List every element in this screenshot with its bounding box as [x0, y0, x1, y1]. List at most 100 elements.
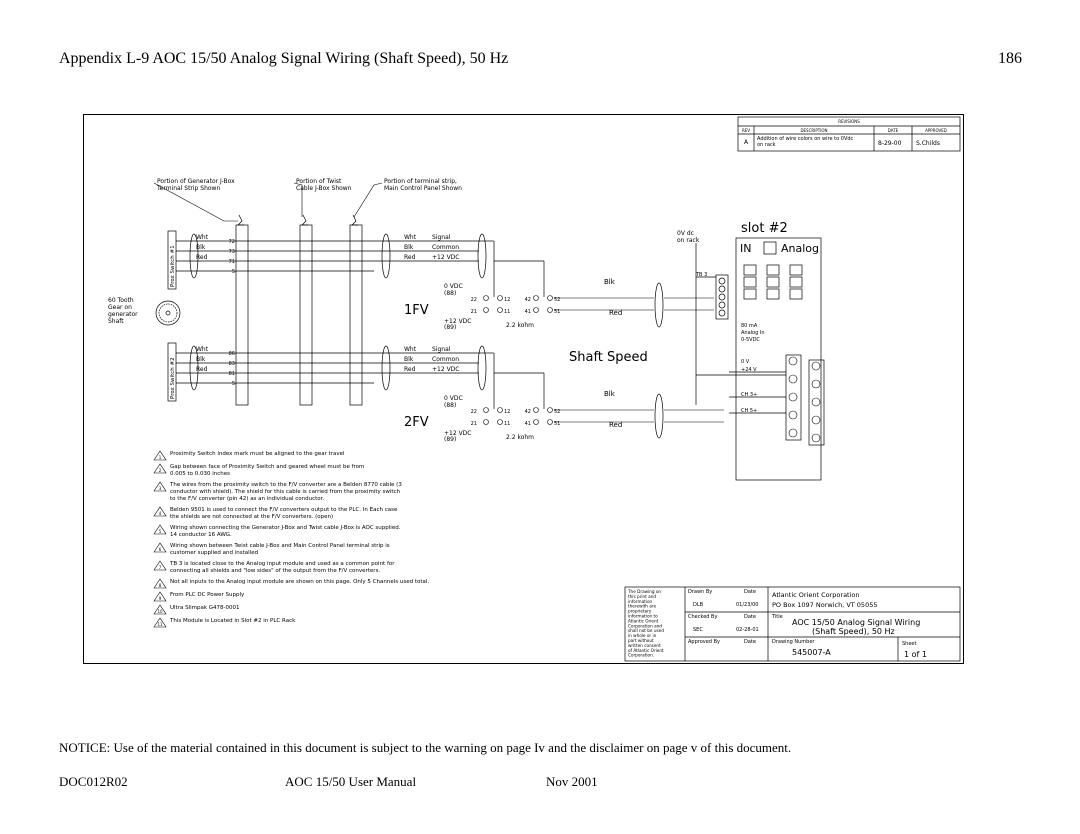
desc-col: DESCRIPTION — [800, 128, 827, 133]
fv1-88: (88) — [444, 290, 456, 297]
blk-2: Blk — [196, 356, 206, 363]
revisions-table — [737, 116, 961, 152]
wht-3: Wht — [404, 234, 417, 241]
sheet-value: 1 of 1 — [904, 650, 927, 659]
prox-switch-1-label: Prox Switch #1 — [170, 245, 176, 287]
company-address: PO Box 1097 Norwich, VT 05055 — [772, 601, 877, 609]
callout-gen-1: Portion of Generator J-Box — [157, 178, 235, 185]
blk-4: Blk — [404, 356, 414, 363]
pin-12-b: 12 — [504, 409, 510, 415]
v0-label: 0 V — [741, 359, 750, 365]
note-8-line: Not all inputs to the Analog input modul… — [170, 579, 429, 585]
prox-switch-boxes — [167, 230, 177, 402]
pin-11-b: 11 — [504, 421, 510, 427]
legal-line: this print and — [628, 594, 656, 599]
note-4-marker — [153, 506, 167, 517]
tb1-73: 73 — [229, 249, 235, 255]
pin-22-a: 22 — [471, 297, 477, 303]
tb1-s: S — [232, 269, 235, 275]
note-5-marker — [153, 524, 167, 535]
drawing-number-label: Drawing Number — [772, 639, 815, 645]
note-10-number: 10 — [157, 609, 163, 614]
rev-value: A — [744, 139, 749, 146]
red-4: Red — [404, 366, 416, 373]
pin-52-b: 52 — [554, 409, 560, 415]
fv2-12vdc: +12 VDC — [444, 430, 471, 437]
fv2-0vdc: 0 VDC — [444, 395, 463, 402]
note-5-line: Wiring shown connecting the Generator J-… — [170, 525, 401, 531]
tb1-71: 71 — [229, 259, 235, 265]
pin-41-b: 41 — [525, 421, 531, 427]
pin-11-a: 11 — [504, 309, 510, 315]
gear-label-1: 60 Tooth — [108, 297, 134, 304]
tb2-86: 86 — [229, 351, 235, 357]
kohm-1: 2.2 kohm — [506, 322, 534, 329]
approved-col: APPROVED — [925, 128, 947, 133]
footer-manual: AOC 15/50 User Manual — [285, 774, 417, 789]
fv2-88: (88) — [444, 402, 456, 409]
note-11-marker — [153, 617, 167, 628]
legal-line: information — [628, 599, 653, 604]
signal-2: Signal — [432, 346, 451, 353]
revisions-heading: REVISIONS — [838, 119, 860, 124]
pin-21-a: 21 — [471, 309, 477, 315]
note-7-line: TB 3 is located close to the Analog inpu… — [169, 561, 395, 567]
title-label: Title — [771, 614, 783, 620]
red-2: Red — [196, 366, 208, 373]
range-label: 0-5VDC — [741, 337, 760, 343]
approved-by-label: Approved By — [688, 639, 720, 645]
legal-line: part without — [628, 638, 654, 643]
legal-line: Corporation and — [628, 623, 662, 628]
v24-label: +24 V — [741, 367, 757, 373]
note-4-line: the shields are not connected at the F/V… — [170, 514, 333, 520]
note-9-marker — [153, 591, 167, 602]
tb2-81: 81 — [229, 371, 235, 377]
gear-label-4: Shaft — [108, 318, 124, 325]
footer-date: Nov 2001 — [546, 774, 598, 789]
drawn-date: 01/23/00 — [736, 602, 758, 608]
callout-term-1: Portion of terminal strip, — [384, 178, 457, 185]
page-number: 186 — [998, 50, 1022, 67]
callout-gen-2: Terminal Strip Shown — [156, 185, 220, 192]
note-8-marker — [153, 578, 167, 589]
checked-by: SEC — [693, 627, 703, 633]
approved-date-label: Date — [744, 639, 756, 645]
callout-twist-2: Cable J-Box Shown — [296, 185, 352, 192]
gear-icon — [155, 300, 181, 326]
legal-line: Atlantic Orient — [628, 618, 659, 623]
note-3-number: 3 — [159, 486, 162, 491]
note-6-number: 6 — [159, 547, 162, 552]
rev-desc-1: Addition of wire colors on wire to 0Vdc — [757, 136, 854, 142]
shaft-speed-label: Shaft Speed — [569, 350, 648, 365]
checked-date-label: Date — [744, 614, 756, 620]
rev-approved: S.Childs — [916, 140, 940, 147]
wht-4: Wht — [404, 346, 417, 353]
legal-line: proprietary — [628, 609, 652, 614]
legal-line: shall not be used — [628, 628, 664, 633]
ma-label: 80 mA — [741, 323, 758, 329]
callout-leaders — [153, 182, 383, 222]
rev-desc-2: on rack — [757, 142, 776, 148]
gear-label-3: generator — [108, 311, 138, 318]
checked-by-label: Checked By — [688, 614, 717, 620]
analog-label: Analog — [781, 242, 819, 255]
prox-switch-2-label: Prox Switch #2 — [170, 357, 176, 399]
wht-2: Wht — [196, 346, 209, 353]
red-out-2: Red — [609, 421, 622, 429]
fv1-89: (89) — [444, 324, 456, 331]
note-7-line: connecting all shields and "low sides" o… — [170, 568, 380, 574]
page-title: Appendix L-9 AOC 15/50 Analog Signal Wir… — [59, 50, 509, 67]
v12-1: +12 VDC — [432, 254, 459, 261]
ch3-label: CH 3+ — [741, 392, 757, 398]
callout-twist-1: Portion of Twist — [296, 178, 342, 185]
pin-42-b: 42 — [525, 409, 531, 415]
pin-52-a: 52 — [554, 297, 560, 303]
gear-label-2: Gear on — [108, 304, 132, 311]
note-6-marker — [153, 542, 167, 553]
tb2-s: S — [232, 381, 235, 387]
title-block — [624, 586, 961, 662]
legal-line: Corporation. — [628, 653, 654, 658]
in-label: IN — [740, 242, 751, 255]
note-2-marker — [153, 463, 167, 474]
